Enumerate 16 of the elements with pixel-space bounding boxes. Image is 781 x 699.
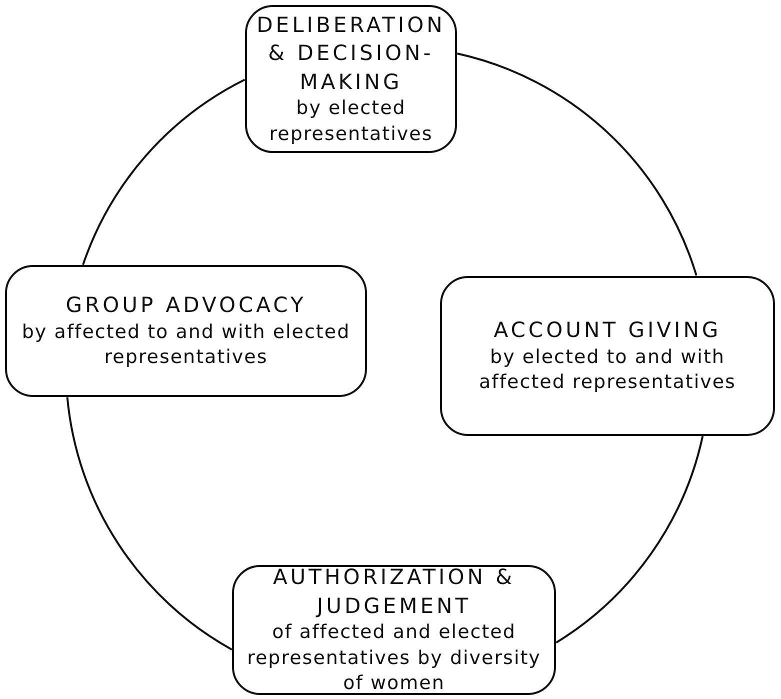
rounded-box [245,5,457,153]
connector-arc [82,78,246,266]
box-heading: DELIBERATION & DECISION-MAKING [256,12,446,96]
connector-arc [66,397,232,650]
connector-arc [556,436,704,644]
box-heading: ACCOUNT GIVING [494,317,722,344]
box-description: by elected to and with affected representatives [478,344,737,396]
rounded-box [5,265,367,397]
box-description: by affected to and with elected representatives [20,320,352,370]
box-description: of affected and elected representatives by diversity of women [246,620,542,696]
connector-arc [456,52,698,276]
rounded-box [232,565,556,695]
box-description: by elected representatives [268,96,434,147]
box-heading: AUTHORIZATION & JUDGEMENT [272,564,516,620]
box-heading: GROUP ADVOCACY [66,292,306,320]
rounded-box [440,276,775,436]
